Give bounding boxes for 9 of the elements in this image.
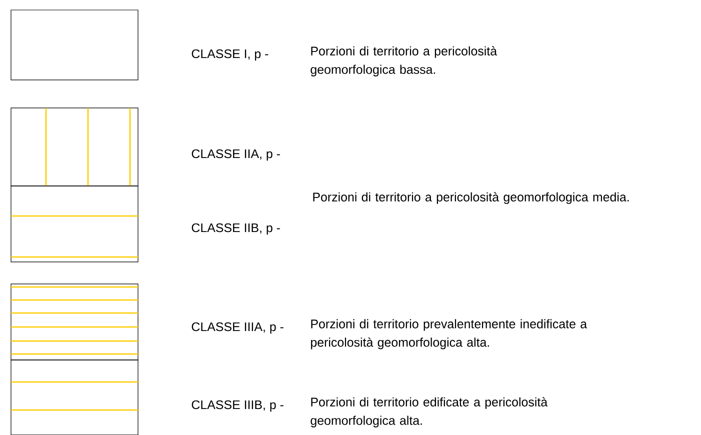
legend-label: CLASSE IIA, p -	[192, 149, 280, 161]
description-text: Porzioni di territorio prevalentemente inedificate a pericolosità geomorfologica alta.	[311, 319, 588, 350]
legend-label: CLASSE IIIA, p -	[192, 322, 284, 334]
description-text: Porzioni di territorio a pericolosità geomorfologica media.	[313, 192, 629, 204]
description-text: Porzioni di territorio a pericolosità geomorfologica bassa.	[310, 46, 498, 76]
description-text: Porzioni di territorio edificate a pericolosità geomorfologica alta.	[310, 397, 548, 428]
legend-label: CLASSE IIB, p -	[192, 223, 280, 235]
legend-label: CLASSE I, p -	[192, 49, 268, 61]
legend-label: CLASSE IIIB, p -	[192, 400, 284, 412]
